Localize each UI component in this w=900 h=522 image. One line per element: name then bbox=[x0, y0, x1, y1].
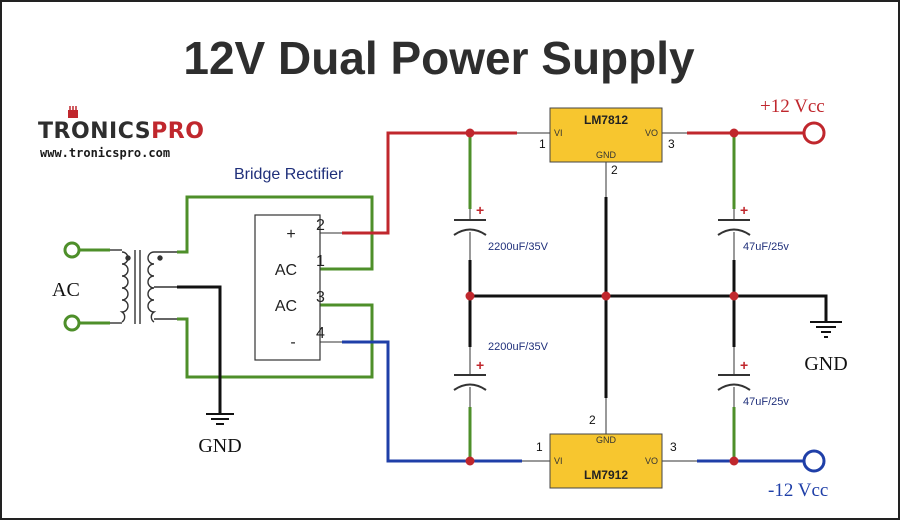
output-terminal-positive[interactable] bbox=[802, 121, 826, 145]
capacitor-c1-label: 2200uF/35V bbox=[488, 241, 549, 253]
ground-icon-right bbox=[810, 321, 842, 338]
bridge-pin-number-4: 4 bbox=[316, 325, 325, 342]
svg-text:TRONICSPRO: TRONICSPRO bbox=[38, 119, 204, 144]
capacitor-c3-plus: + bbox=[740, 202, 748, 218]
regulator-lm7912[interactable] bbox=[549, 433, 663, 489]
ac-input-terminal-bottom[interactable] bbox=[63, 314, 81, 332]
lm7812-vi: VI bbox=[554, 128, 563, 138]
ground-icon-left bbox=[206, 413, 234, 425]
lm7812-vo: VO bbox=[645, 128, 658, 138]
capacitor-c2-label: 2200uF/35V bbox=[488, 341, 549, 353]
ac-input-terminal-top[interactable] bbox=[63, 241, 81, 259]
gnd-label-right: GND bbox=[804, 353, 847, 375]
lm7912-pin2: 2 bbox=[589, 413, 596, 427]
capacitor-c1[interactable] bbox=[453, 219, 487, 236]
bridge-pin-number-2: 2 bbox=[316, 217, 325, 234]
ac-input-label: AC bbox=[52, 279, 80, 301]
lm7912-vo: VO bbox=[645, 456, 658, 466]
tronicspro-logo: TRONICSPRO www.tronicspro.com bbox=[38, 106, 204, 160]
vcc-positive-label: +12 Vcc bbox=[760, 96, 825, 117]
capacitor-c2[interactable] bbox=[453, 374, 487, 391]
bridge-rectifier-label: Bridge Rectifier bbox=[234, 166, 344, 183]
lm7812-name: LM7812 bbox=[584, 113, 628, 127]
logo-brand-accent: PRO bbox=[151, 119, 204, 144]
lm7812-pin1: 1 bbox=[539, 137, 546, 151]
capacitor-c3-label: 47uF/25v bbox=[743, 241, 789, 253]
lm7912-vi: VI bbox=[554, 456, 563, 466]
gnd-label-left: GND bbox=[198, 435, 241, 457]
capacitor-c1-plus: + bbox=[476, 202, 484, 218]
capacitor-c4-plus: + bbox=[740, 357, 748, 373]
logo-brand-main: TRONICS bbox=[38, 119, 151, 144]
positive-rail-wires bbox=[342, 131, 804, 235]
bridge-pin-symbol-ac2: AC bbox=[275, 298, 297, 315]
output-terminal-negative[interactable] bbox=[802, 449, 826, 473]
bridge-pin-symbol-plus: + bbox=[286, 226, 295, 243]
lm7912-name: LM7912 bbox=[584, 468, 628, 482]
lm7812-gnd: GND bbox=[596, 150, 617, 160]
bridge-pin-number-1: 1 bbox=[316, 253, 325, 270]
lm7812-pin2: 2 bbox=[611, 163, 618, 177]
chip-icon bbox=[68, 106, 78, 118]
lm7912-pin3: 3 bbox=[670, 440, 677, 454]
transformer-icon bbox=[110, 249, 177, 324]
green-wires bbox=[80, 133, 736, 461]
junction-nodes bbox=[465, 128, 739, 466]
capacitor-c4-label: 47uF/25v bbox=[743, 396, 789, 408]
negative-rail-wires bbox=[342, 340, 804, 463]
vcc-negative-label: -12 Vcc bbox=[768, 480, 828, 501]
logo-url: www.tronicspro.com bbox=[40, 146, 170, 160]
bridge-pin-symbol-ac1: AC bbox=[275, 262, 297, 279]
bridge-pin-number-3: 3 bbox=[316, 289, 325, 306]
capacitor-c4[interactable] bbox=[717, 374, 751, 391]
regulator-lm7812[interactable] bbox=[549, 107, 663, 163]
capacitor-c3[interactable] bbox=[717, 219, 751, 236]
capacitor-c2-plus: + bbox=[476, 357, 484, 373]
lm7912-gnd: GND bbox=[596, 435, 617, 445]
lm7812-pin3: 3 bbox=[668, 137, 675, 151]
lm7912-pin1: 1 bbox=[536, 440, 543, 454]
bridge-rectifier[interactable] bbox=[254, 214, 321, 361]
bridge-pin-symbol-minus: - bbox=[290, 334, 295, 351]
page-title: 12V Dual Power Supply bbox=[183, 32, 695, 84]
